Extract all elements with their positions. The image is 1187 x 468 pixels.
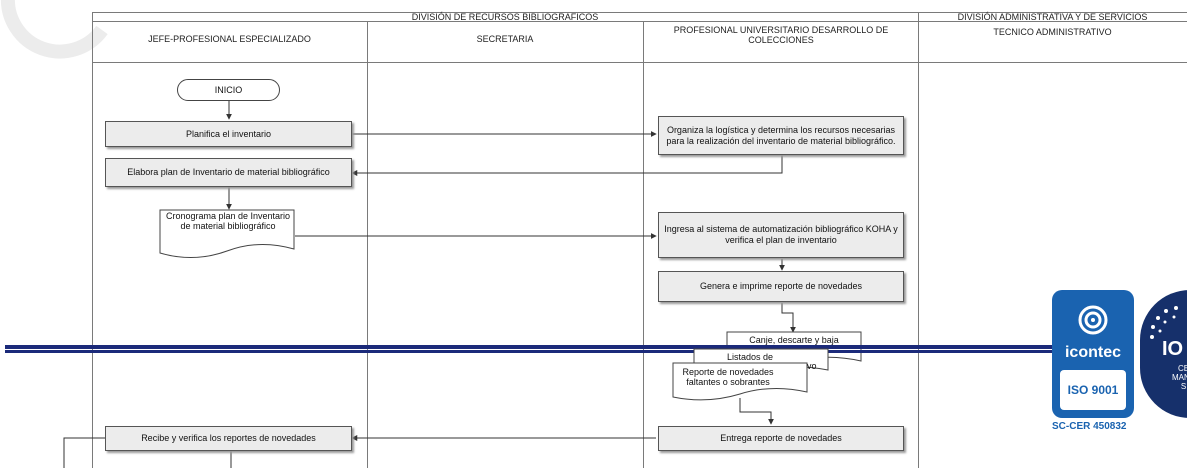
process-elaborate-plan: Elabora plan de Inventario de material b… [105, 158, 352, 187]
iqnet-badge: IO CE MANA S [1140, 290, 1187, 418]
certificate-code: SC-CER 450832 [1052, 421, 1127, 432]
band-stripe-bottom [5, 350, 1055, 353]
lane-title-jefe: JEFE-PROFESIONAL ESPECIALIZADO [148, 34, 311, 44]
iqnet-line-3: S [1180, 382, 1187, 391]
document-listados-tail: ivo [805, 361, 817, 371]
process-plan-inventory: Planifica el inventario [105, 121, 352, 147]
icontec-brand: icontec [1064, 344, 1121, 361]
document-schedule-shape [159, 209, 295, 259]
process-receive-verify: Recibe y verifica los reportes de noveda… [105, 426, 352, 451]
document-reporte-shape [672, 362, 808, 401]
lane-title-secretaria: SECRETARIA [476, 34, 534, 44]
table-top-border [92, 12, 1187, 13]
iqnet-dots-icon [1150, 306, 1178, 339]
icontec-logo-icon [1078, 305, 1108, 335]
lane-border-left [92, 12, 93, 468]
header-bottom-border [92, 62, 1187, 63]
watermark-arc [0, 0, 108, 59]
iso-panel: ISO 9001 [1060, 370, 1126, 410]
document-canje-text: Canje, descarte y baja [749, 335, 839, 345]
iqnet-line-2: MANA [1172, 373, 1187, 382]
lane-border-3 [918, 12, 919, 468]
iqnet-line-1: CE [1178, 364, 1187, 373]
header-divider [92, 21, 1187, 22]
process-organize-logistics: Organiza la logística y determina los re… [658, 116, 904, 155]
lane-title-tecnico: TECNICO ADMINISTRATIVO [993, 27, 1112, 37]
document-schedule-text: Cronograma plan de Inventario de materia… [165, 211, 291, 231]
iqnet-brand: IO [1162, 338, 1184, 360]
division-title-right: DIVISIÓN ADMINISTRATIVA Y DE SERVICIOS [957, 12, 1148, 22]
lane-title-profesional: PROFESIONAL UNIVERSITARIO DESARROLLO DE … [673, 25, 889, 45]
lane-border-2 [643, 21, 644, 468]
iqnet-lines: CE MANA S [1172, 364, 1187, 391]
process-generate-report: Genera e imprime reporte de novedades [658, 271, 904, 302]
iso-standard: ISO 9001 [1067, 383, 1119, 397]
document-reporte-text: Reporte de novedades faltantes o sobrant… [682, 367, 774, 387]
document-listados-text: Listados de [726, 352, 774, 362]
lane-border-1 [367, 21, 368, 468]
band-stripe-top [5, 345, 1055, 349]
division-title-left: DIVISIÓN DE RECURSOS BIBLIOGRAFICOS [411, 12, 599, 22]
start-terminal: INICIO [177, 79, 280, 101]
process-deliver-report: Entrega reporte de novedades [658, 426, 904, 451]
process-koha-verify: Ingresa al sistema de automatización bib… [658, 212, 904, 258]
icontec-badge: icontec ISO 9001 [1052, 290, 1134, 418]
